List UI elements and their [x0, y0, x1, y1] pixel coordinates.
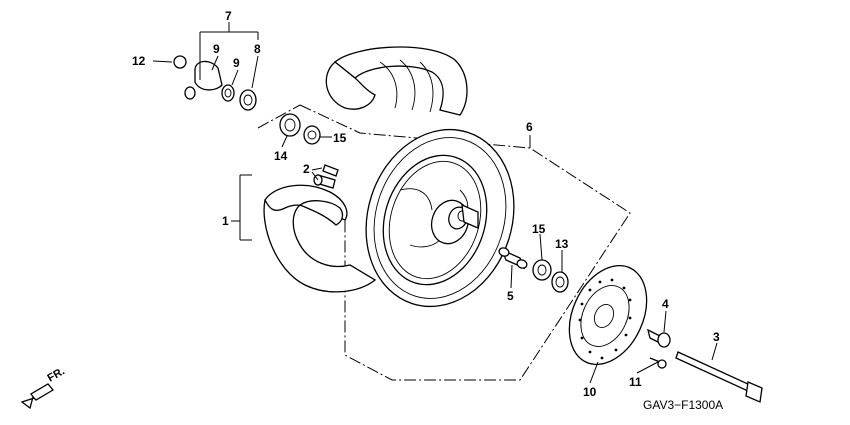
callout-7: 7	[225, 9, 232, 23]
tire	[263, 184, 377, 293]
callout-2: 2	[303, 162, 310, 176]
callout-6: 6	[526, 120, 533, 134]
callout-5: 5	[507, 289, 514, 303]
valve	[313, 164, 339, 189]
callout-14: 14	[274, 149, 288, 163]
callout-15-lower: 15	[532, 222, 546, 236]
brake-disc	[568, 264, 648, 366]
callout-11: 11	[629, 375, 642, 389]
front-label: FR.	[46, 365, 67, 384]
callout-8: 8	[254, 42, 261, 56]
axle-hardware	[647, 328, 763, 403]
exploded-view-frames	[257, 104, 631, 381]
tire-upper	[325, 46, 468, 116]
callout-10: 10	[583, 385, 597, 399]
callout-4: 4	[662, 297, 669, 311]
leader-lines	[152, 22, 718, 384]
callout-13: 13	[555, 237, 569, 251]
callout-15-upper: 15	[333, 131, 347, 145]
hub-components	[498, 247, 569, 293]
callout-1: 1	[222, 214, 229, 228]
upper-bearings	[279, 113, 321, 145]
speedometer-gearbox	[173, 55, 257, 111]
callout-3: 3	[713, 330, 720, 344]
front-direction-arrow: FR.	[20, 365, 67, 410]
callout-12: 12	[132, 54, 146, 68]
diagram-code: GAV3−F1300A	[643, 398, 723, 412]
callout-9-left: 9	[213, 42, 220, 56]
callout-labels: 1 2 3 4 5 6 7 8 9 9 10 11 12 13 14 15 15	[132, 9, 720, 399]
wheel-rim	[365, 128, 515, 308]
callout-9-right: 9	[233, 56, 240, 70]
